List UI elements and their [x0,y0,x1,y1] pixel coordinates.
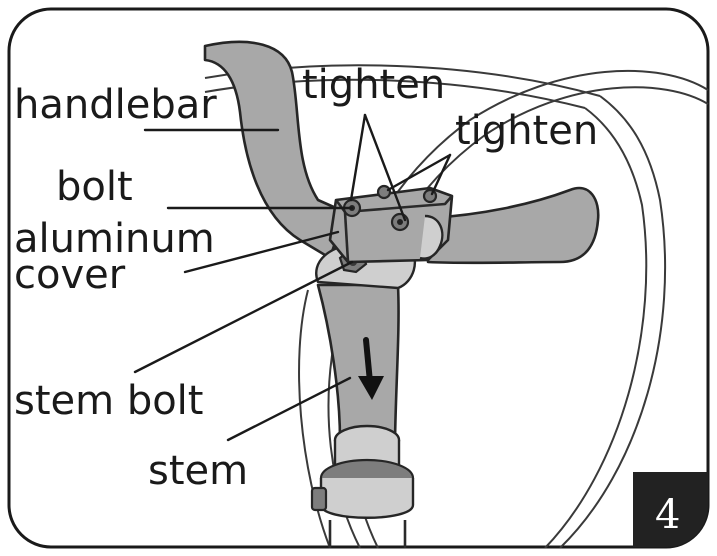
label-bolt: bolt [56,164,133,210]
aluminum-cover-part [328,184,454,264]
label-aluminum: aluminum [14,216,215,262]
down-arrow-icon [358,337,384,400]
stem-part [310,283,415,548]
handlebar-part [203,40,600,265]
label-handlebar: handlebar [14,82,217,128]
label-cover: cover [14,252,126,298]
label-stem-bolt: stem bolt [14,378,203,424]
label-tighten-right: tighten [455,108,598,154]
label-tighten-left: tighten [302,62,445,108]
leader-lines [133,113,452,442]
step-number: 4 [655,492,680,538]
step-badge: 4 [633,472,708,547]
label-stem: stem [148,448,248,494]
